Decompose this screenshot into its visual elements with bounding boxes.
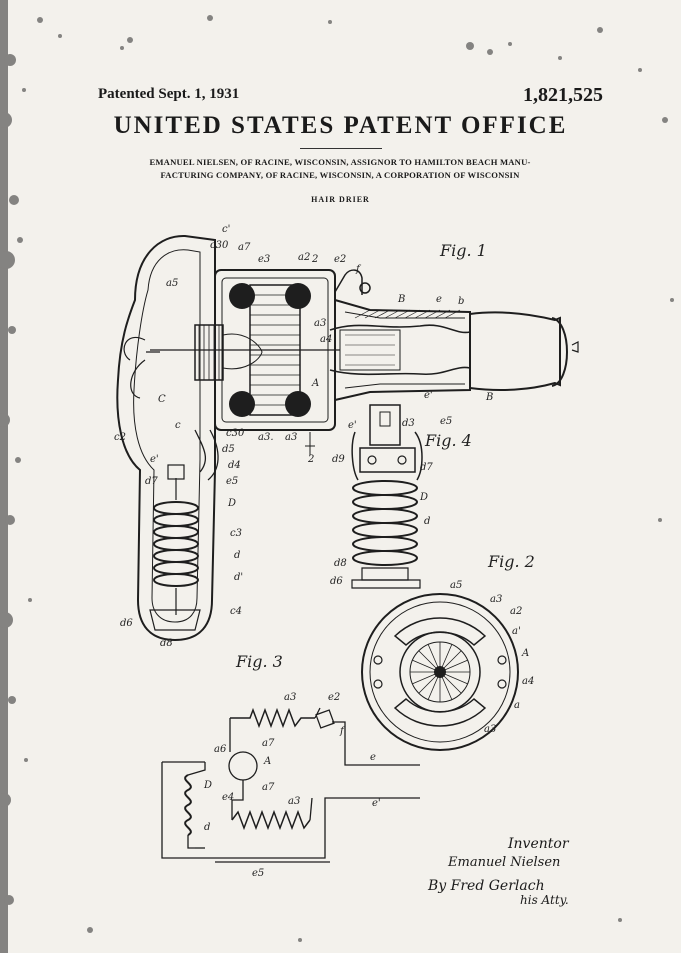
ref: e' — [424, 390, 433, 401]
ref: a3 — [288, 796, 300, 807]
ref: e3 — [258, 254, 270, 265]
assignor-line-2: FACTURING COMPANY, OF RACINE, WISCONSIN,… — [160, 170, 520, 180]
ref: A — [263, 756, 271, 767]
ref: a2 — [510, 606, 522, 617]
ref: c2 — [114, 432, 126, 443]
fig1-references: c' c30 a7 e3 a2 e2 f a5 a3 B e b a4 A C … — [114, 224, 493, 649]
ref: a3 — [314, 318, 326, 329]
fig4-label: Fig. 4 — [424, 431, 472, 450]
fig3-references: a3 e2 f a6 a7 A e D e4 a7 a3 e' d e5 — [203, 692, 381, 879]
ref: d8 — [334, 558, 347, 569]
ref: c3 — [230, 528, 242, 539]
ref: d4 — [228, 460, 241, 471]
ref: D — [227, 498, 236, 509]
ref: d — [234, 550, 240, 561]
ref: e2 — [328, 692, 340, 703]
ref: e2 — [334, 254, 346, 265]
fig1-label: Fig. 1 — [439, 241, 487, 260]
ref: c4 — [230, 606, 242, 617]
ref: e' — [150, 454, 159, 465]
ref: A — [311, 378, 319, 389]
figure-4-drawing — [351, 404, 423, 589]
ref: C — [158, 394, 166, 405]
ref: A — [521, 648, 529, 659]
ref: a3 — [284, 692, 296, 703]
assignor-line-1: EMANUEL NIELSEN, OF RACINE, WISCONSIN, A… — [149, 157, 531, 167]
ref: a6 — [214, 744, 227, 755]
ref: e5 — [252, 868, 264, 879]
ref: D — [203, 780, 212, 791]
ref: a3. — [258, 432, 274, 443]
figure-3-drawing — [161, 707, 420, 863]
figure-2-drawing — [361, 593, 519, 751]
ref: a7 — [238, 242, 251, 253]
fig2-references: a5 a3 a2 a' A a4 a a3 — [450, 580, 534, 735]
ref: a2 — [298, 252, 310, 263]
assignor-block: EMANUEL NIELSEN, OF RACINE, WISCONSIN, A… — [90, 156, 590, 182]
ref: b — [458, 296, 464, 307]
ref: d7 — [420, 462, 433, 473]
ref: e4 — [222, 792, 234, 803]
ref: e' — [372, 798, 381, 809]
ref: e — [370, 752, 376, 763]
ref: a5 — [166, 278, 178, 289]
inventor-title: Inventor — [507, 836, 570, 852]
ref: a7 — [262, 782, 275, 793]
ref: D — [419, 492, 428, 503]
ref: a3 — [484, 724, 496, 735]
ref: a — [514, 700, 520, 711]
ref: d8 — [160, 638, 173, 649]
ref: 2 — [311, 254, 318, 265]
patent-number: 1,821,525 — [523, 84, 603, 106]
ref: d5 — [222, 444, 235, 455]
ref: e5 — [440, 416, 452, 427]
ref: a4 — [522, 676, 534, 687]
ref: e — [436, 294, 442, 305]
ref: d3 — [402, 418, 415, 429]
ref: 2 — [307, 454, 314, 465]
ref: c30 — [210, 240, 229, 251]
ref: c' — [222, 224, 230, 235]
ref: d6 — [330, 576, 343, 587]
ref: d9 — [332, 454, 345, 465]
ref: B — [485, 392, 493, 403]
ref: c30 — [226, 428, 245, 439]
ref: a7 — [262, 738, 275, 749]
ref: f — [339, 726, 346, 737]
signature-block: Inventor Emanuel Nielsen By Fred Gerlach… — [427, 836, 570, 907]
ref: a' — [512, 626, 521, 637]
ref: d — [424, 516, 430, 527]
patented-date: Patented Sept. 1, 1931 — [98, 86, 240, 102]
fig4-references: e' d3 e5 d9 d7 D d d8 d6 — [330, 416, 452, 587]
ref: a3 — [490, 594, 502, 605]
inventor-name: Emanuel Nielsen — [447, 855, 560, 870]
title-divider — [300, 148, 382, 149]
fig2-label: Fig. 2 — [487, 552, 535, 571]
ref: a3 — [285, 432, 297, 443]
ref: e' — [348, 420, 357, 431]
ref: d7 — [145, 476, 158, 487]
ref: d6 — [120, 618, 133, 629]
office-title: UNITED STATES PATENT OFFICE — [113, 112, 568, 139]
invention-title: HAIR DRIER — [311, 195, 370, 204]
ref: d — [204, 822, 210, 833]
fig3-label: Fig. 3 — [235, 652, 283, 671]
ref: f — [355, 264, 362, 275]
attorney-role: his Atty. — [520, 893, 569, 907]
ref: a4 — [320, 334, 332, 345]
attorney-name: By Fred Gerlach — [427, 878, 545, 894]
ref: d' — [234, 572, 243, 583]
ref: B — [397, 294, 405, 305]
ref: a5 — [450, 580, 462, 591]
figure-1-drawing — [116, 234, 579, 642]
ref: e5 — [226, 476, 238, 487]
ref: c — [175, 420, 181, 431]
